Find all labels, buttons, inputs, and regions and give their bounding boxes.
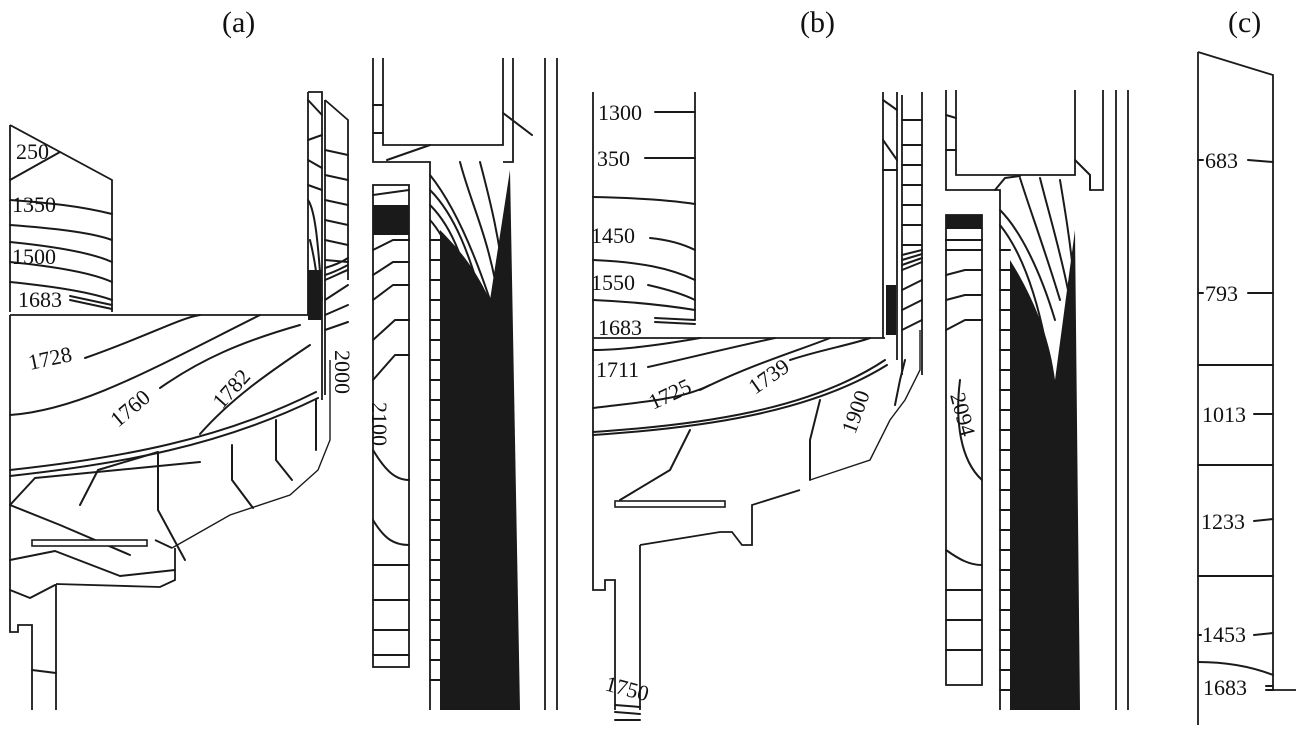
panel-a-isotherm-1728: 1728 [26, 341, 74, 375]
panel-c-isotherm-1013: 1013 [1202, 402, 1246, 427]
panel-b-side-heater [945, 214, 983, 686]
panel-b-heat-shield [614, 500, 726, 508]
panel-b-dense-contours [999, 177, 1080, 710]
panel-a-heat-shield [31, 539, 148, 547]
panel-a-isotherm-250: 250 [16, 139, 49, 164]
panel-a-isotherm-2000: 2000 [330, 350, 355, 394]
panel-b-isotherm-1750: 1750 [603, 671, 652, 707]
panel-c-isotherm-1453: 1453 [1202, 622, 1246, 647]
panel-b-isotherm-1450: 1450 [591, 223, 635, 248]
panel-b-isotherm-1550: 1550 [591, 270, 635, 295]
panel-a: 250 1350 1500 1683 1728 1760 1782 2000 2… [9, 58, 558, 710]
panel-a-isotherm-1350: 1350 [12, 192, 56, 217]
panel-c-isotherm-1683: 1683 [1203, 675, 1247, 700]
panel-c-isotherm-793: 793 [1205, 281, 1238, 306]
panel-b-isotherm-1739: 1739 [744, 353, 794, 399]
panel-b-tube [882, 92, 923, 375]
panel-a-isotherm-1782: 1782 [207, 364, 255, 413]
panel-a-isotherm-2100: 2100 [367, 402, 392, 446]
panel-c-isotherm-1233: 1233 [1201, 509, 1245, 534]
panel-c: 683 793 1013 1233 1453 1683 [1197, 51, 1296, 725]
panel-b-isotherm-1300: 1300 [598, 100, 642, 125]
panel-b-crystal [592, 92, 696, 338]
panel-label-a: (a) [222, 6, 255, 39]
panel-b: 1300 350 1450 1550 1683 1711 1725 1739 1… [591, 90, 1129, 721]
panel-c-isotherm-683: 683 [1205, 148, 1238, 173]
panel-b-isotherm-2094: 2094 [945, 390, 981, 439]
panel-a-isotherm-1683: 1683 [18, 287, 62, 312]
panel-b-melt-isotherms [592, 330, 921, 501]
panel-a-tube [307, 91, 349, 400]
panel-a-dense-contours [429, 161, 520, 710]
panel-label-c: (c) [1228, 6, 1261, 39]
panel-a-isotherm-1500: 1500 [12, 244, 56, 269]
panel-b-isotherm-350: 350 [597, 146, 630, 171]
panel-a-isotherm-1760: 1760 [105, 384, 155, 431]
panel-b-isotherm-1725: 1725 [645, 373, 695, 414]
panel-a-crystal [9, 124, 113, 312]
panel-a-axis-wall [9, 315, 33, 710]
panel-b-isotherm-1683: 1683 [598, 315, 642, 340]
panel-a-melt-isotherms [9, 314, 331, 599]
panel-a-side-heater [372, 184, 410, 668]
panel-label-b: (b) [800, 6, 835, 39]
panel-a-top-block [372, 58, 558, 710]
panel-b-isotherm-1711: 1711 [596, 357, 639, 382]
panel-b-isotherm-1900: 1900 [836, 387, 875, 437]
